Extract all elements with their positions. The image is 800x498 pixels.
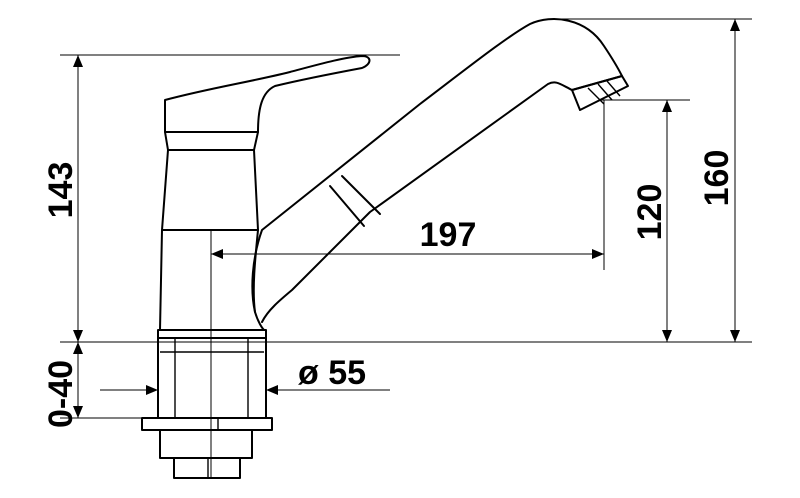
aerator-line-1 xyxy=(587,87,605,105)
label-120: 120 xyxy=(631,184,669,241)
label-197: 197 xyxy=(420,216,477,254)
lever-handle xyxy=(164,55,371,133)
base-ring xyxy=(157,329,267,339)
shank xyxy=(157,337,267,419)
label-143: 143 xyxy=(42,162,80,219)
body-lower xyxy=(159,229,265,331)
spout-band-1 xyxy=(329,185,365,227)
faucet xyxy=(141,18,629,479)
spray-head xyxy=(571,75,629,111)
dimensions: 143 160 120 197 ø 55 0-40 xyxy=(42,18,752,428)
aerator-line-3 xyxy=(606,80,621,97)
label-160: 160 xyxy=(698,150,736,207)
spout xyxy=(251,18,623,323)
lever-cap xyxy=(164,131,259,151)
spout-band-2 xyxy=(341,175,381,215)
label-diameter: ø 55 xyxy=(298,354,366,392)
nut xyxy=(159,429,253,459)
body-upper xyxy=(161,149,259,231)
label-0-40: 0-40 xyxy=(42,360,80,428)
aerator-line-2 xyxy=(597,83,613,101)
nut-lower xyxy=(173,457,241,479)
washer xyxy=(141,417,273,431)
